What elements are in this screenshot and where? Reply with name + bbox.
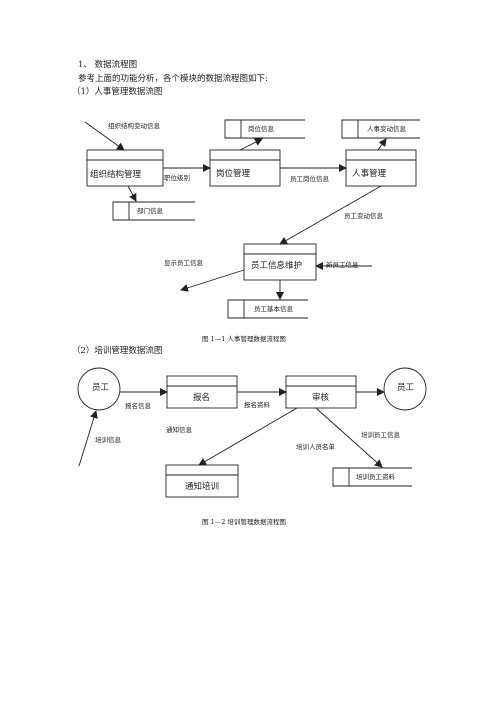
flow-org-change: 组织结构变动信息 (108, 122, 160, 130)
store-label-training-staff: 培训员工资料 (356, 473, 395, 481)
store-label-dept-info: 部门信息 (137, 207, 163, 215)
process-box-org (86, 149, 164, 187)
store-label-change-info: 人事变动信息 (367, 125, 406, 133)
process-box-review (285, 375, 357, 409)
process-signup: 报名 (193, 393, 211, 403)
caption-fig2: 图 1—2 培训管理数据流程图 (202, 518, 286, 526)
process-org: 组织结构管理 (90, 170, 142, 180)
process-staff-info: 员工信息维护 (251, 261, 303, 271)
flow-training-staff-info: 培训员工信息 (361, 431, 400, 439)
entity-label-right: 员工 (397, 383, 415, 393)
caption-fig1: 图 1—1 人事管理数据流程图 (202, 335, 286, 343)
flow-post-level: 职位级别 (164, 174, 190, 182)
intro-text: 参考上面的功能分析，各个模块的数据流程图如下: (78, 74, 268, 84)
flow-notice-info: 通知信息 (166, 426, 192, 434)
process-box-personnel (345, 149, 417, 187)
store-post-info (224, 119, 305, 139)
process-post: 岗位管理 (216, 169, 251, 179)
flow-trainee-list: 培训人员名单 (296, 443, 335, 451)
flow-staff-change: 员工变动信息 (344, 212, 383, 220)
process-box-signup (166, 375, 238, 409)
store-label-staff-basic: 员工基本信息 (254, 305, 293, 313)
store-label-post-info: 岗位信息 (248, 125, 274, 133)
process-notify: 通知培训 (185, 482, 220, 492)
store-staff-basic (227, 299, 308, 319)
process-box-post (209, 149, 281, 187)
store-dept-info (112, 201, 195, 221)
entity-label-left: 员工 (92, 383, 110, 393)
flow-show-staff: 显示员工信息 (164, 259, 203, 267)
flow-signup-data: 报名资料 (244, 401, 270, 409)
section1-title: （1）人事管理数据流图 (72, 87, 163, 97)
flow-new-staff: 新员工信息 (326, 261, 359, 269)
store-change-info (341, 119, 420, 139)
section-heading: 1、 数据流程图 (78, 60, 138, 70)
process-review: 审核 (312, 393, 330, 403)
flow-training-info: 培训信息 (95, 436, 121, 444)
process-personnel: 人事管理 (352, 169, 387, 179)
process-box-notify (165, 464, 239, 498)
section2-title: （2）培训管理数据流图 (72, 346, 163, 356)
entity-employee-left (77, 367, 121, 411)
flow-staff-post: 员工岗位信息 (290, 175, 329, 183)
store-training-staff (332, 467, 412, 487)
flow-signup-info: 报名信息 (125, 402, 151, 410)
